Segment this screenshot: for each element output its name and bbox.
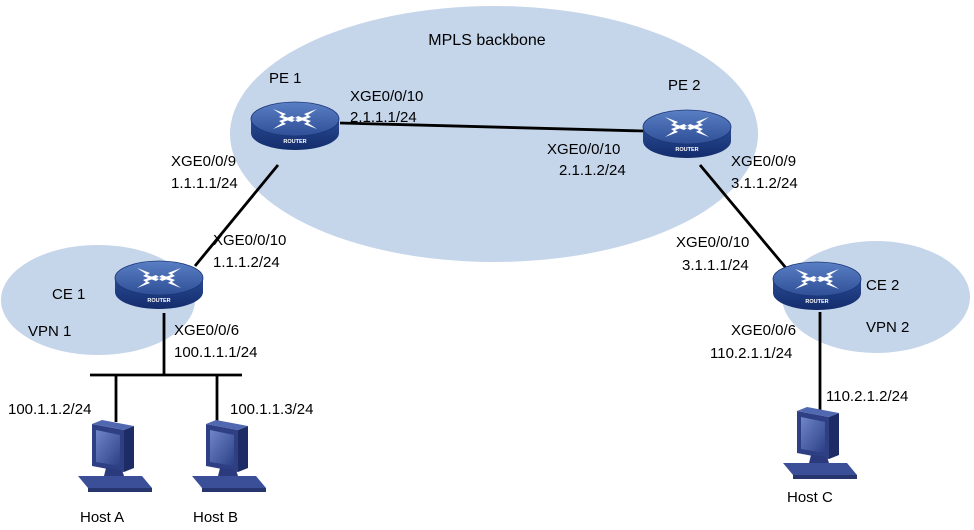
mpls-backbone-cloud <box>230 6 758 262</box>
host-b-computer-icon[interactable] <box>192 420 266 492</box>
pe1-xge10-port: XGE0/0/10 <box>350 88 423 105</box>
ce1-xge10-ip: 1.1.1.2/24 <box>213 254 280 271</box>
link-pe1-pe2 <box>339 121 645 133</box>
ce1-name: CE 1 <box>52 286 85 303</box>
pe2-xge9-port: XGE0/0/9 <box>731 153 796 170</box>
ce1-xge6-port: XGE0/0/6 <box>174 322 239 339</box>
host-c-ip: 110.2.1.2/24 <box>826 388 908 405</box>
host-a-computer-icon[interactable] <box>78 420 152 492</box>
links <box>90 121 822 422</box>
ce2-xge10-port: XGE0/0/10 <box>676 234 749 251</box>
pe2-name: PE 2 <box>668 77 701 94</box>
router-pe1-badge: ROUTER <box>283 139 306 145</box>
router-ce1-badge: ROUTER <box>147 298 170 304</box>
host-b-name: Host B <box>193 509 238 526</box>
pe1-xge9-port: XGE0/0/9 <box>171 153 236 170</box>
router-ce1[interactable]: ROUTER <box>114 260 204 310</box>
link-pe1-ce1 <box>193 164 280 267</box>
router-ce2-badge: ROUTER <box>805 299 828 305</box>
pe2-xge10-ip: 2.1.1.2/24 <box>559 162 626 179</box>
host-c-name: Host C <box>787 489 833 506</box>
router-pe1[interactable]: ROUTER <box>250 101 340 151</box>
pe1-xge10-ip: 2.1.1.1/24 <box>350 109 417 126</box>
ce1-xge6-ip: 100.1.1.1/24 <box>174 344 257 361</box>
vpn1-label: VPN 1 <box>28 323 71 340</box>
router-pe2[interactable]: ROUTER <box>642 109 732 159</box>
host-a-name: Host A <box>80 509 124 526</box>
link-pe2-ce2 <box>698 164 788 269</box>
router-ce2[interactable]: ROUTER <box>772 261 862 311</box>
router-pe2-badge: ROUTER <box>675 147 698 153</box>
mpls-backbone-label: MPLS backbone <box>428 32 546 49</box>
pe2-xge9-ip: 3.1.1.2/24 <box>731 175 798 192</box>
vpn2-label: VPN 2 <box>866 319 909 336</box>
ce2-name: CE 2 <box>866 277 899 294</box>
ce2-xge10-ip: 3.1.1.1/24 <box>682 257 749 274</box>
host-c-computer-icon[interactable] <box>783 407 857 479</box>
ce2-xge6-port: XGE0/0/6 <box>731 322 796 339</box>
host-b-ip: 100.1.1.3/24 <box>230 401 313 418</box>
pe1-name: PE 1 <box>269 70 302 87</box>
host-a-ip: 100.1.1.2/24 <box>8 401 91 418</box>
pe1-xge9-ip: 1.1.1.1/24 <box>171 175 238 192</box>
pe2-xge10-port: XGE0/0/10 <box>547 141 620 158</box>
ce1-xge10-port: XGE0/0/10 <box>213 232 286 249</box>
ce2-xge6-ip: 110.2.1.1/24 <box>710 345 792 362</box>
